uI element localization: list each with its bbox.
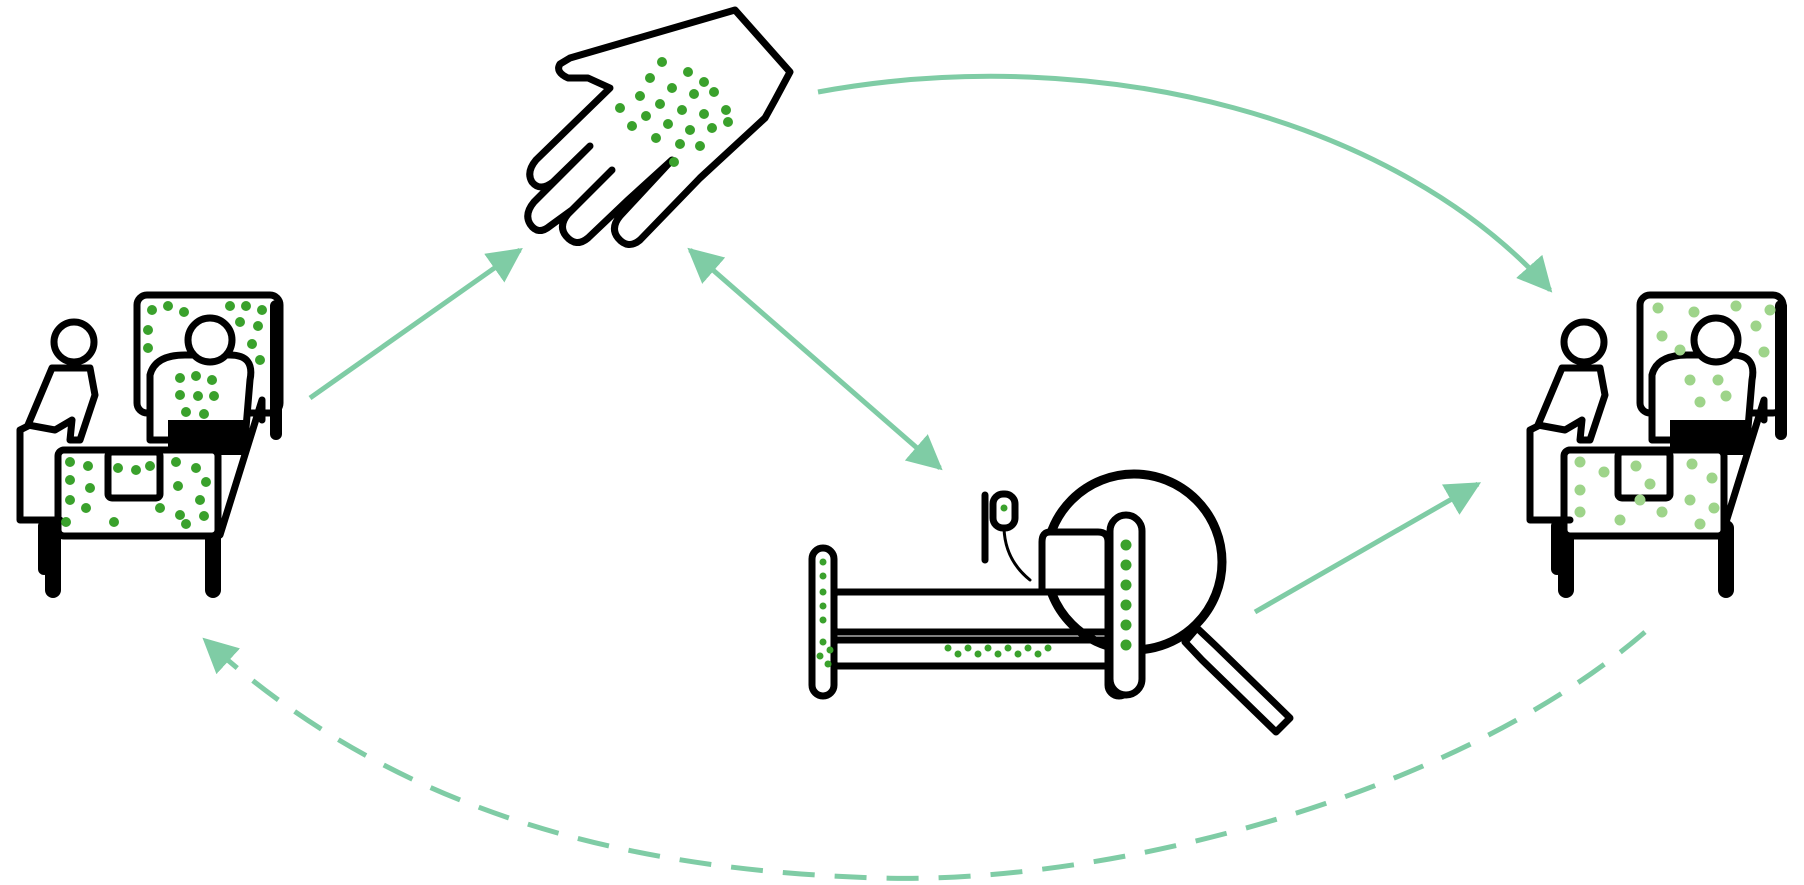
exposed-patient-bed-icon xyxy=(1526,291,1787,598)
arrow-patient-to-hand xyxy=(308,247,523,401)
bed-under-magnifier-icon xyxy=(808,469,1294,736)
infected-patient-bed-icon xyxy=(16,291,284,598)
contaminated-hand-icon xyxy=(524,6,794,248)
transmission-arrows xyxy=(202,73,1647,881)
arrow-hand-bed-bidirectional xyxy=(687,247,943,471)
arrow-hand-to-exposed-patient xyxy=(817,73,1553,293)
arrow-bed-to-exposed-patient xyxy=(1253,481,1482,615)
arrow-exposed-to-infected-dashed xyxy=(202,630,1647,881)
